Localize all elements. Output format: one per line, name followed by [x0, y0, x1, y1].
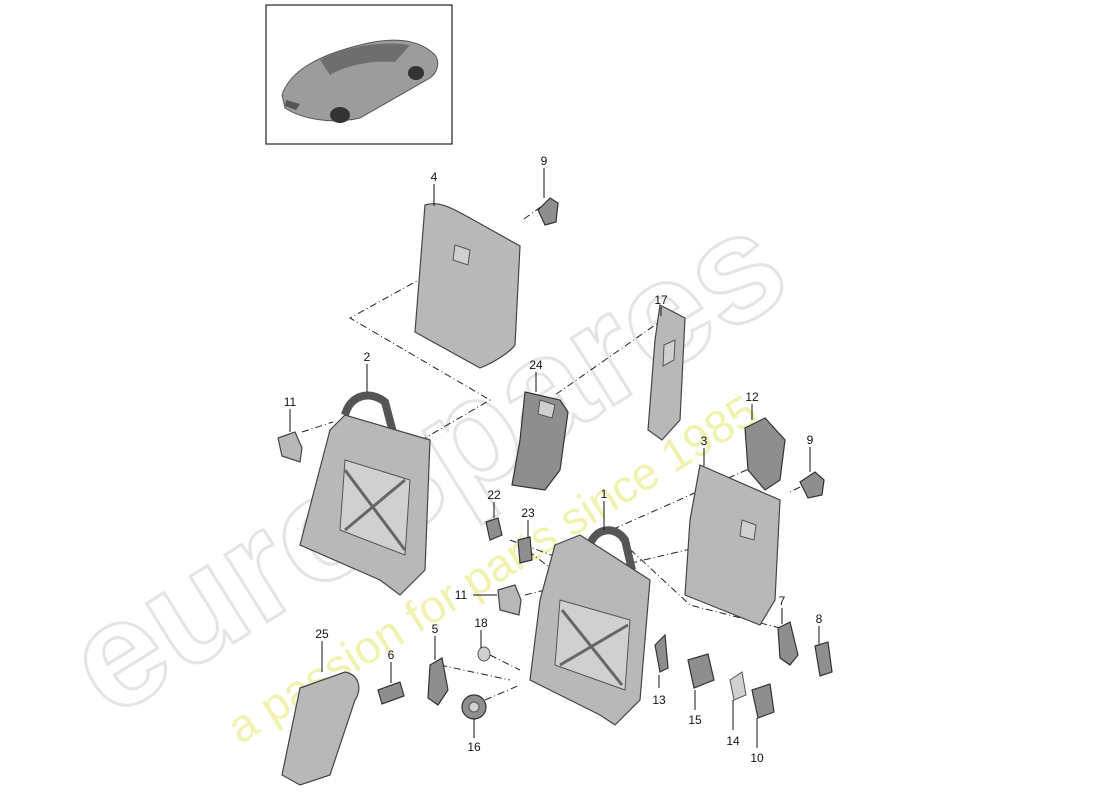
callout-9: 9	[807, 433, 814, 447]
part-14-plate	[729, 671, 747, 701]
part-23-latch	[517, 536, 533, 564]
part-25-cushion	[281, 671, 360, 786]
part-7-bracket	[777, 621, 799, 666]
part-9-clip-top	[537, 197, 559, 226]
callout-11: 11	[284, 395, 297, 409]
callout-15: 15	[688, 713, 702, 727]
callout-14: 14	[726, 734, 740, 748]
part-16-recliner	[461, 694, 487, 720]
callout-11: 11	[455, 588, 468, 602]
callout-17: 17	[654, 293, 668, 307]
part-17-side-trim	[647, 304, 686, 441]
callout-8: 8	[816, 612, 823, 626]
callouts: 4 9 17 24 2 11 12 9 3 1 22 23 11 7 8 5 1…	[284, 154, 823, 765]
callout-9: 9	[541, 154, 548, 168]
part-18-bushing	[477, 646, 491, 662]
callout-22: 22	[487, 488, 501, 502]
callout-4: 4	[431, 170, 438, 184]
part-8-bracket	[814, 641, 833, 677]
part-11-cap-center	[497, 584, 522, 616]
part-24-bracket	[511, 391, 569, 491]
callout-6: 6	[388, 648, 395, 662]
callout-25: 25	[315, 627, 329, 641]
callout-16: 16	[467, 740, 481, 754]
callout-2: 2	[364, 350, 371, 364]
callout-3: 3	[701, 434, 708, 448]
callout-18: 18	[474, 616, 488, 630]
part-5-bracket	[427, 657, 449, 706]
callout-10: 10	[750, 751, 764, 765]
vehicle-thumbnail	[265, 4, 453, 145]
part-1-frame-right	[529, 526, 651, 726]
part-22-latch	[485, 517, 503, 541]
part-10-clip	[751, 683, 775, 719]
part-13-bracket	[654, 633, 669, 673]
part-11-cap-left	[277, 431, 303, 463]
callout-24: 24	[529, 358, 543, 372]
car-image	[281, 39, 439, 123]
part-6-clip	[377, 681, 405, 705]
part-4-backrest-panel	[414, 203, 521, 369]
callout-1: 1	[601, 487, 608, 501]
callout-7: 7	[779, 594, 786, 608]
callout-12: 12	[745, 390, 759, 404]
part-15-lock	[687, 653, 715, 689]
callout-23: 23	[521, 506, 535, 520]
part-12-bracket	[744, 417, 786, 491]
part-2-frame-left	[299, 391, 431, 596]
callout-13: 13	[652, 693, 666, 707]
part-9-clip-right	[799, 471, 825, 499]
part-3-backrest-panel	[684, 464, 781, 626]
callout-5: 5	[432, 622, 439, 636]
leader-lines	[289, 168, 820, 748]
